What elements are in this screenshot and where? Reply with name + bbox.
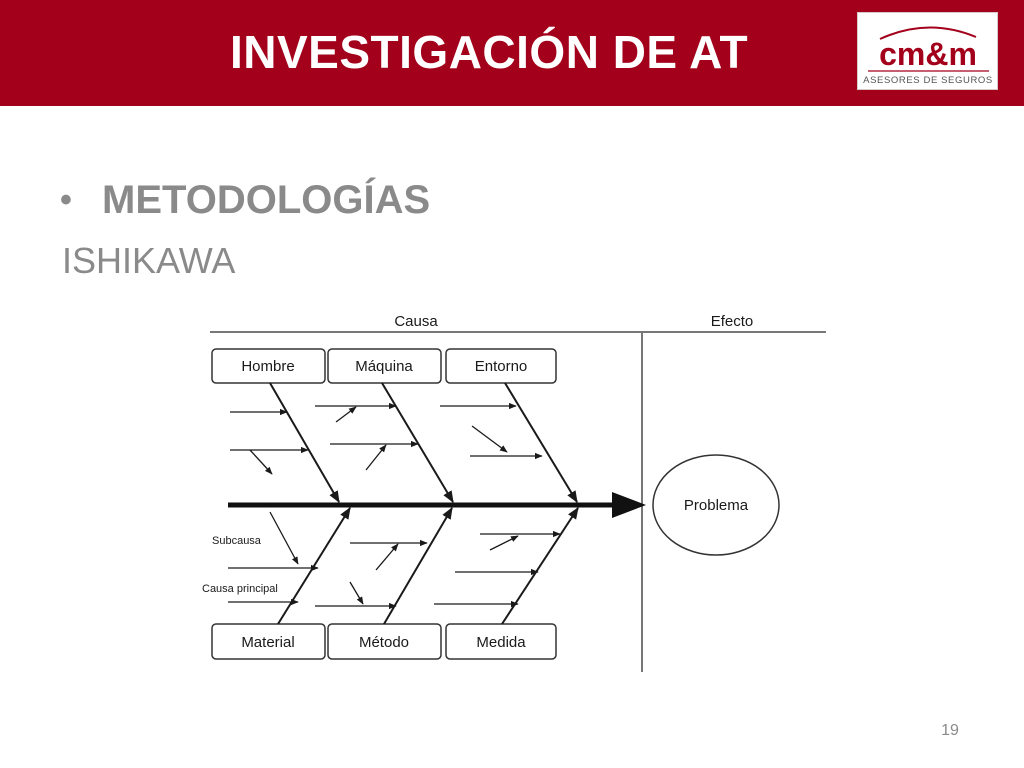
cause-header: Causa <box>394 313 438 330</box>
logo-wordmark: cm&m <box>879 36 977 72</box>
logo-arc <box>879 26 977 40</box>
subcause-arrow <box>471 425 508 453</box>
slide-title: INVESTIGACIÓN DE AT <box>230 26 749 78</box>
method-name: ISHIKAWA <box>62 240 236 281</box>
logo-graphic: cm&m ASESORES DE SEGUROS <box>863 26 993 86</box>
subcause-arrow <box>249 449 273 475</box>
category-box-medida <box>445 623 557 660</box>
bullet-dot: • <box>60 180 72 219</box>
logo-tagline: ASESORES DE SEGUROS <box>863 75 993 86</box>
company-logo: cm&m ASESORES DE SEGUROS <box>857 12 998 90</box>
bullet-item: • METODOLOGÍAS <box>60 172 430 228</box>
legend-subcause: Subcausa <box>212 535 262 547</box>
main-cause-bone-entorno <box>504 382 578 504</box>
main-cause-bone-hombre <box>269 382 340 504</box>
problem-label: Problema <box>684 497 749 514</box>
bullet-text: METODOLOGÍAS <box>102 177 431 222</box>
problem-ellipse <box>652 454 780 556</box>
category-label-entorno: Entorno <box>475 358 528 375</box>
category-box-maquina <box>327 348 442 384</box>
subcause-arrow <box>489 535 519 551</box>
subcause-arrow <box>349 581 364 605</box>
subcause-arrow <box>269 511 299 565</box>
category-box-hombre <box>211 348 326 384</box>
category-label-metodo: Método <box>359 634 409 651</box>
category-box-material <box>211 623 326 660</box>
subcause-arrow <box>335 406 357 423</box>
legend-main-cause: Causa principal <box>202 583 278 595</box>
header-bar: INVESTIGACIÓN DE AT cm&m ASESORES DE SEG… <box>0 0 1024 106</box>
ishikawa-diagram: Causa Efecto Hombre Máquina Entorno Mate… <box>202 313 826 672</box>
page-number: 19 <box>941 722 959 739</box>
main-cause-bone-maquina <box>381 382 454 504</box>
spine-arrowhead <box>612 492 646 518</box>
category-label-hombre: Hombre <box>241 358 294 375</box>
category-label-maquina: Máquina <box>355 358 413 375</box>
subcause-arrow <box>365 444 387 471</box>
subcause-arrow <box>375 543 399 571</box>
effect-header: Efecto <box>711 313 754 330</box>
category-label-medida: Medida <box>476 634 526 651</box>
category-box-entorno <box>445 348 557 384</box>
main-cause-bone-medida <box>501 506 579 625</box>
category-label-material: Material <box>241 634 294 651</box>
